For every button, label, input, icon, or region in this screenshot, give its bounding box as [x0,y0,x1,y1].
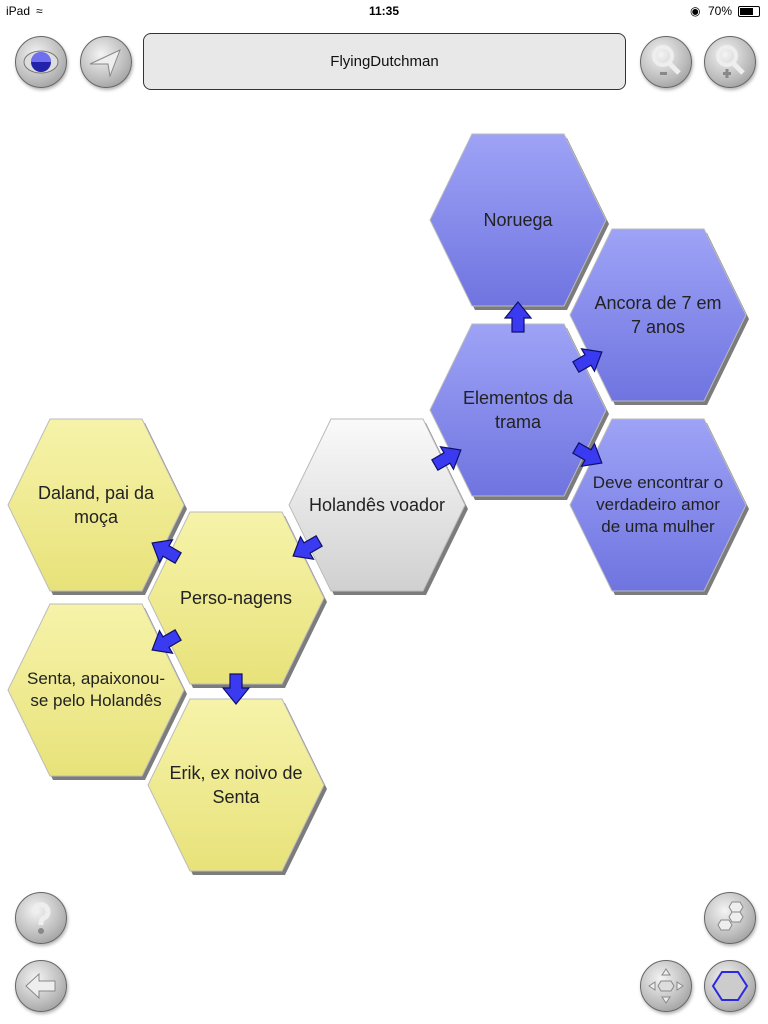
wifi-icon: ≈ [36,4,43,18]
battery-icon [738,6,760,17]
hexagon-label-noruega: Noruega [483,210,553,230]
hexagons-icon [717,901,744,931]
arrow-to-erik [221,673,251,705]
arrow-to-elementos [431,445,462,472]
arrow-to-deve [572,441,603,468]
hexagon-ancora[interactable] [569,228,747,402]
zoom-in-icon [716,45,745,78]
layout-button[interactable] [704,892,756,944]
hexagon-icon [711,971,749,1001]
hexagon-label-senta: Senta, apaixonou-se pelo Holandês [27,669,165,710]
back-button[interactable] [15,960,67,1012]
hexagon-deve[interactable] [569,418,747,592]
hexagon-label-erik: Erik, ex noivo de Senta [169,763,303,807]
hexagon-button[interactable] [704,960,756,1012]
battery-percent: 70% [708,4,733,18]
hexagon-erik[interactable] [147,698,325,872]
hexagon-label-deve: Deve encontrar o verdadeiro amor de uma … [592,473,724,536]
zoom-out-icon [652,45,681,75]
arrow-to-noruega [503,301,533,333]
hexagon-noruega[interactable] [429,133,607,307]
zoom-in-button[interactable] [704,36,756,88]
device-label: iPad [6,4,31,18]
arrow-to-ancora [572,347,603,374]
document-title[interactable]: FlyingDutchman [143,33,626,90]
hexagon-senta[interactable] [7,603,185,777]
status-bar: iPad ≈ 11:35 ◉ 70% [0,0,768,22]
arrow-to-daland [151,538,182,565]
back-arrow-icon [25,972,56,1000]
hexagon-label-holandes: Holandês voador [308,495,446,515]
hexagon-label-elementos: Elementos da trama [462,388,574,432]
clock: 11:35 [369,4,400,18]
zoom-out-button[interactable] [640,36,692,88]
hexagon-label-daland: Daland, pai da moça [37,483,155,527]
hexagon-label-personagens: Perso-nagens [179,588,293,608]
hexagon-personagens[interactable] [147,511,325,685]
help-button[interactable] [15,892,67,944]
share-button[interactable] [80,36,132,88]
arrow-to-senta [151,628,182,655]
move-button[interactable] [640,960,692,1012]
rotation-lock-icon: ◉ [690,4,701,18]
hexagon-daland[interactable] [7,418,185,592]
send-icon [89,49,121,78]
hexagon-elementos[interactable] [429,323,607,497]
arrow-to-personagens [292,534,323,561]
move-icon [648,968,684,1004]
view-button[interactable] [15,36,67,88]
help-icon [31,902,51,934]
hexagon-label-ancora: Ancora de 7 em 7 anos [594,293,722,337]
hexagon-holandes[interactable] [288,418,466,592]
eye-icon [23,50,59,74]
